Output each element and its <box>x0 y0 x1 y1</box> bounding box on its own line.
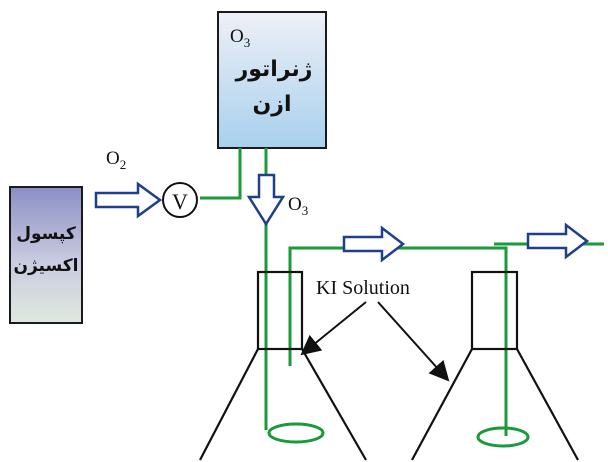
capsule-label-line1: کپسول <box>16 224 76 244</box>
generator-label-line2: ازن <box>253 92 292 117</box>
o2-label: O2 <box>106 148 126 172</box>
oxygen-capsule: کپسول اکسیژن <box>9 186 83 324</box>
ki-pointer-2 <box>377 301 450 382</box>
o3-flow-label: O3 <box>288 194 308 218</box>
o2-flow-arrow-icon <box>94 181 163 219</box>
transfer-arrow-icon <box>342 225 406 263</box>
bubbler-1 <box>267 422 325 444</box>
valve-icon <box>162 182 198 218</box>
flask-1 <box>199 270 367 461</box>
bubbler-2 <box>476 426 530 448</box>
flask-2 <box>411 270 579 461</box>
generator-formula: O3 <box>230 26 250 50</box>
valve-label: V <box>172 189 188 214</box>
ki-pointer-1 <box>300 301 367 356</box>
valve: V <box>162 182 198 218</box>
ki-solution-label: KI Solution <box>316 277 410 299</box>
generator-label-line1: ژنراتور <box>235 57 313 82</box>
capsule-label-line2: اکسیژن <box>13 256 78 276</box>
outlet-arrow-icon <box>526 222 590 260</box>
o3-flow-arrow-icon <box>246 173 286 227</box>
flow-arrows <box>94 173 590 263</box>
ozone-generator: O3 ژنراتور ازن <box>217 11 327 149</box>
